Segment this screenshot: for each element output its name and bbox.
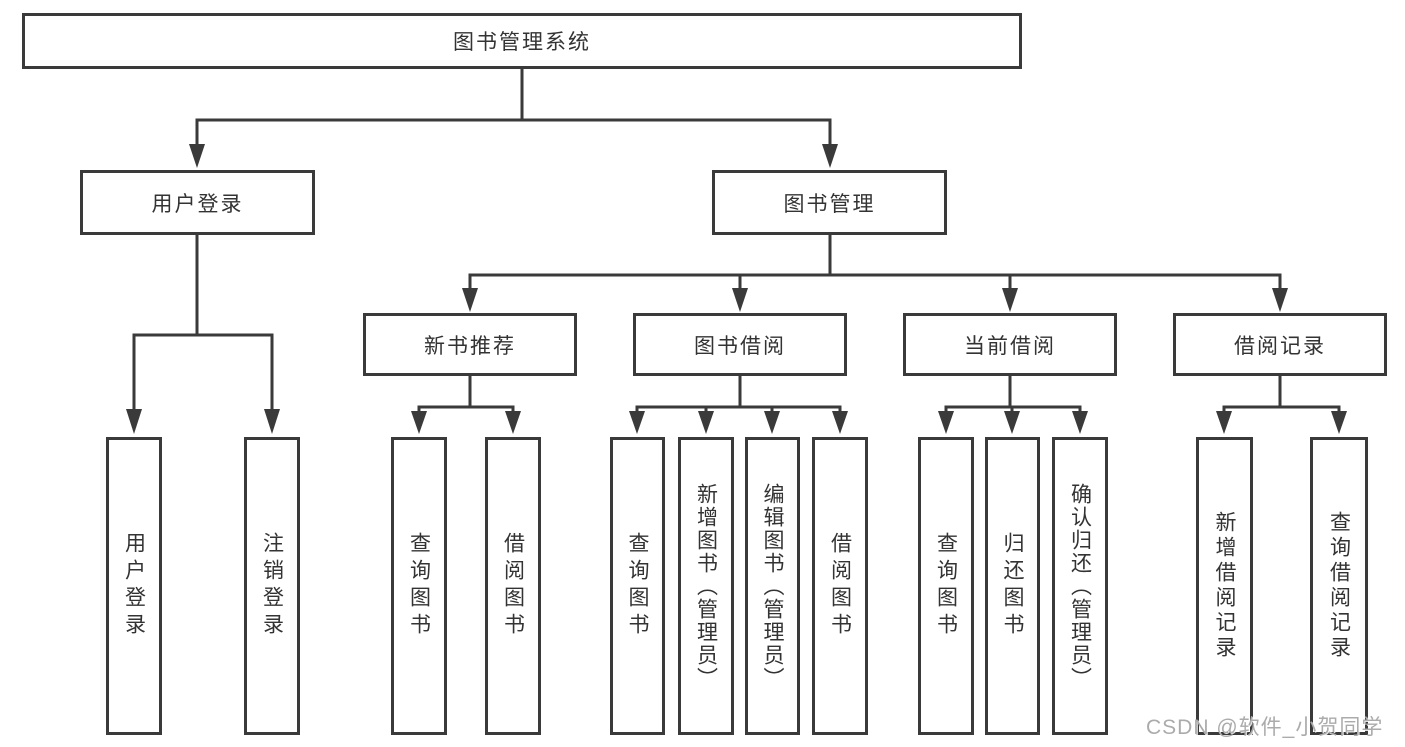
leaf-logout-login-label: 注销登录 bbox=[260, 532, 284, 640]
node-root-label: 图书管理系统 bbox=[453, 31, 591, 54]
node-borrow-records-label: 借阅记录 bbox=[1234, 334, 1326, 358]
leaf-user-login-label: 用户登录 bbox=[122, 532, 146, 640]
node-new-book-recommend: 新书推荐 bbox=[363, 313, 577, 376]
node-book-management-label: 图书管理 bbox=[783, 192, 876, 216]
node-user-login-label: 用户登录 bbox=[151, 192, 244, 216]
leaf-bb-edit-books-label: 编辑图书（管理员） bbox=[761, 482, 784, 690]
leaf-cb-return-books-label: 归还图书 bbox=[1001, 532, 1024, 640]
node-book-borrow: 图书借阅 bbox=[633, 313, 847, 376]
leaf-bb-query-books: 查询图书 bbox=[610, 437, 665, 735]
leaf-cb-query-books: 查询图书 bbox=[918, 437, 974, 735]
node-current-borrow-label: 当前借阅 bbox=[964, 334, 1056, 358]
leaf-bb-edit-books: 编辑图书（管理员） bbox=[745, 437, 800, 735]
leaf-cb-return-books: 归还图书 bbox=[985, 437, 1040, 735]
leaf-br-add-record-label: 新增借阅记录 bbox=[1213, 511, 1236, 661]
leaf-cb-confirm-return: 确认归还（管理员） bbox=[1052, 437, 1108, 735]
node-book-management: 图书管理 bbox=[712, 170, 947, 235]
leaf-nb-borrow-books-label: 借阅图书 bbox=[501, 532, 525, 640]
leaf-cb-confirm-return-label: 确认归还（管理员） bbox=[1068, 482, 1092, 690]
node-user-login: 用户登录 bbox=[80, 170, 315, 235]
leaf-bb-add-books-label: 新增图书（管理员） bbox=[694, 482, 718, 690]
leaf-nb-query-books-label: 查询图书 bbox=[407, 532, 431, 640]
leaf-nb-borrow-books: 借阅图书 bbox=[485, 437, 541, 735]
leaf-br-add-record: 新增借阅记录 bbox=[1196, 437, 1253, 735]
node-root: 图书管理系统 bbox=[22, 13, 1022, 69]
leaf-nb-query-books: 查询图书 bbox=[391, 437, 447, 735]
node-book-borrow-label: 图书借阅 bbox=[694, 334, 786, 358]
leaf-user-login: 用户登录 bbox=[106, 437, 162, 735]
node-new-book-recommend-label: 新书推荐 bbox=[424, 334, 516, 358]
node-borrow-records: 借阅记录 bbox=[1173, 313, 1387, 376]
leaf-br-query-record: 查询借阅记录 bbox=[1310, 437, 1368, 735]
leaf-logout-login: 注销登录 bbox=[244, 437, 300, 735]
node-current-borrow: 当前借阅 bbox=[903, 313, 1117, 376]
leaf-bb-query-books-label: 查询图书 bbox=[626, 532, 649, 640]
leaf-bb-add-books: 新增图书（管理员） bbox=[678, 437, 734, 735]
leaf-bb-borrow-books: 借阅图书 bbox=[812, 437, 868, 735]
leaf-cb-query-books-label: 查询图书 bbox=[934, 532, 958, 640]
leaf-br-query-record-label: 查询借阅记录 bbox=[1327, 511, 1351, 661]
csdn-watermark: CSDN @软件_小贺同学 bbox=[1146, 716, 1384, 739]
leaf-bb-borrow-books-label: 借阅图书 bbox=[828, 532, 852, 640]
